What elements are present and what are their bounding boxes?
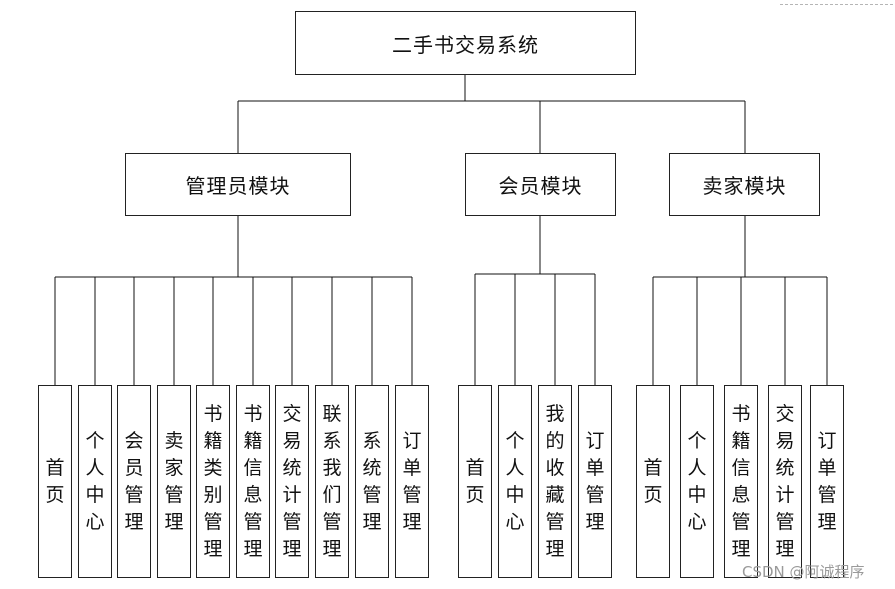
leaf-label: 卖家管理 (164, 429, 184, 533)
leaf-label: 首页 (465, 456, 485, 506)
page-edge-mark (780, 4, 895, 5)
leaf-label: 会员管理 (124, 429, 144, 533)
leaf-label: 书籍信息管理 (243, 402, 263, 560)
leaf-label: 个人中心 (687, 429, 707, 533)
leaf-node: 交易统计管理 (275, 385, 309, 578)
leaf-label: 个人中心 (505, 429, 525, 533)
leaf-node: 卖家管理 (157, 385, 191, 578)
leaf-label: 我的收藏管理 (545, 402, 565, 560)
seller-module-node: 卖家模块 (669, 153, 820, 216)
leaf-label: 首页 (643, 456, 663, 506)
leaf-label: 书籍信息管理 (731, 402, 751, 560)
leaf-label: 订单管理 (402, 429, 422, 533)
leaf-label: 书籍类别管理 (203, 402, 223, 560)
admin-module-node: 管理员模块 (125, 153, 351, 216)
leaf-node: 书籍信息管理 (724, 385, 758, 578)
seller-module-label: 卖家模块 (702, 174, 787, 198)
leaf-node: 联系我们管理 (315, 385, 349, 578)
leaf-label: 联系我们管理 (322, 402, 342, 560)
leaf-node: 首页 (38, 385, 72, 578)
leaf-label: 个人中心 (85, 429, 105, 533)
leaf-node: 我的收藏管理 (538, 385, 572, 578)
leaf-label: 交易统计管理 (282, 402, 302, 560)
leaf-label: 订单管理 (585, 429, 605, 533)
leaf-node: 交易统计管理 (768, 385, 802, 578)
leaf-label: 订单管理 (817, 429, 837, 533)
leaf-label: 系统管理 (362, 429, 382, 533)
leaf-node: 订单管理 (395, 385, 429, 578)
seller-module-connector (652, 216, 828, 385)
leaf-node: 个人中心 (680, 385, 714, 578)
leaf-node: 书籍类别管理 (196, 385, 230, 578)
leaf-label: 交易统计管理 (775, 402, 795, 560)
leaf-node: 系统管理 (355, 385, 389, 578)
leaf-node: 书籍信息管理 (236, 385, 270, 578)
leaf-label: 首页 (45, 456, 65, 506)
leaf-node: 订单管理 (810, 385, 844, 578)
leaf-node: 会员管理 (117, 385, 151, 578)
admin-module-label: 管理员模块 (185, 174, 291, 198)
csdn-watermark: CSDN @阿诚程序 (742, 563, 865, 581)
leaf-node: 首页 (636, 385, 670, 578)
root-node-label: 二手书交易系统 (392, 32, 539, 57)
member-module-label: 会员模块 (498, 174, 583, 198)
root-node: 二手书交易系统 (295, 11, 636, 75)
leaf-node: 个人中心 (498, 385, 532, 578)
member-module-node: 会员模块 (465, 153, 616, 216)
member-module-connector (474, 216, 596, 385)
root-connector (237, 75, 746, 153)
leaf-node: 首页 (458, 385, 492, 578)
leaf-node: 订单管理 (578, 385, 612, 578)
admin-module-connector (54, 216, 413, 385)
leaf-node: 个人中心 (78, 385, 112, 578)
